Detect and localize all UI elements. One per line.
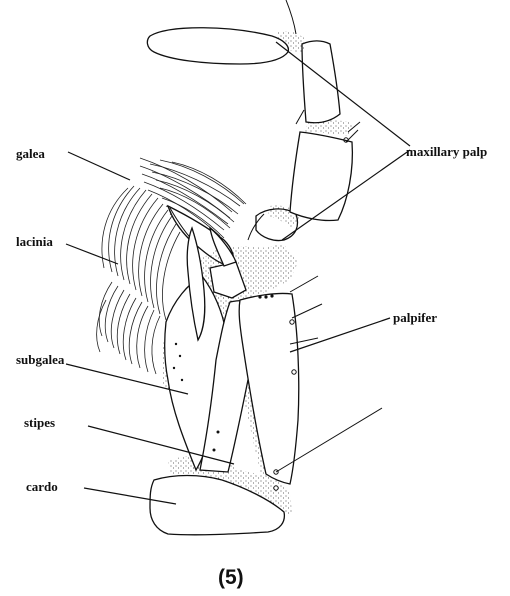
label-subgalea: subgalea <box>16 352 65 367</box>
label-maxillary-palp: maxillary palp <box>406 144 487 159</box>
palp-segment-terminal <box>147 28 288 64</box>
label-cardo: cardo <box>26 479 58 494</box>
palp-segment-2 <box>290 132 352 221</box>
palp-segment-3 <box>302 41 340 123</box>
label-lacinia: lacinia <box>16 234 53 249</box>
leader-galea <box>68 152 130 180</box>
figure-caption: (5) <box>218 566 244 589</box>
label-galea: galea <box>16 146 45 161</box>
leader-lacinia <box>66 244 118 264</box>
leader-palpifer <box>290 318 390 352</box>
label-stipes: stipes <box>24 415 55 430</box>
label-palpifer: palpifer <box>393 310 437 325</box>
